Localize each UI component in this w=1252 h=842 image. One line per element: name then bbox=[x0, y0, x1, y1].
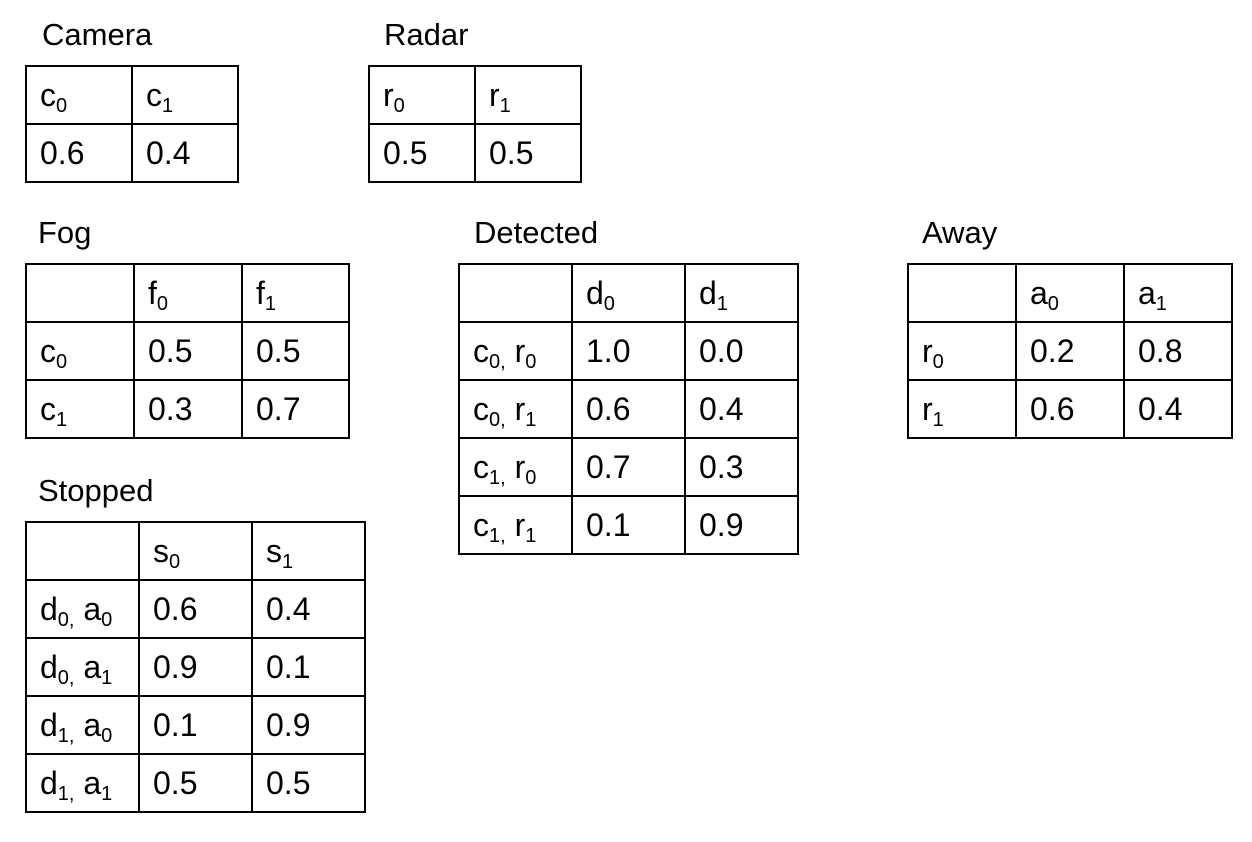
stopped-row-label: d1, a1 bbox=[25, 753, 140, 813]
detected-row-c0-r1: c0, r1 0.6 0.4 bbox=[458, 379, 799, 439]
detected-cell: 0.1 bbox=[571, 495, 686, 555]
stopped-row-label: d1, a0 bbox=[25, 695, 140, 755]
stopped-cell: 0.1 bbox=[251, 637, 366, 697]
away-cpt-table: a0 a1 r0 0.2 0.8 r1 0.6 0.4 bbox=[907, 263, 1233, 439]
radar-header-r1: r1 bbox=[474, 65, 582, 125]
fog-cell: 0.3 bbox=[133, 379, 243, 439]
detected-row-label: c0, r1 bbox=[458, 379, 573, 439]
away-cell: 0.6 bbox=[1015, 379, 1125, 439]
stopped-header-row: s0 s1 bbox=[25, 521, 366, 581]
stopped-title: Stopped bbox=[38, 473, 154, 508]
away-row-r0: r0 0.2 0.8 bbox=[907, 321, 1233, 381]
detected-cell: 0.6 bbox=[571, 379, 686, 439]
detected-header-d0: d0 bbox=[571, 263, 686, 323]
away-row-label: r0 bbox=[907, 321, 1017, 381]
stopped-row-d0-a1: d0, a1 0.9 0.1 bbox=[25, 637, 366, 697]
fog-cell: 0.7 bbox=[241, 379, 350, 439]
camera-header-row: c0 c1 bbox=[25, 65, 239, 125]
detected-row-label: c1, r1 bbox=[458, 495, 573, 555]
camera-value-row: 0.6 0.4 bbox=[25, 123, 239, 183]
detected-row-label: c1, r0 bbox=[458, 437, 573, 497]
detected-row-c1-r0: c1, r0 0.7 0.3 bbox=[458, 437, 799, 497]
fog-cell: 0.5 bbox=[133, 321, 243, 381]
radar-value-r1: 0.5 bbox=[474, 123, 582, 183]
stopped-cell: 0.9 bbox=[251, 695, 366, 755]
detected-cell: 0.0 bbox=[684, 321, 799, 381]
stopped-header-s1: s1 bbox=[251, 521, 366, 581]
stopped-cell: 0.5 bbox=[138, 753, 253, 813]
away-header-a0: a0 bbox=[1015, 263, 1125, 323]
camera-value-c1: 0.4 bbox=[131, 123, 239, 183]
stopped-row-label: d0, a1 bbox=[25, 637, 140, 697]
stopped-row-d0-a0: d0, a0 0.6 0.4 bbox=[25, 579, 366, 639]
detected-cell: 0.4 bbox=[684, 379, 799, 439]
stopped-row-d1-a1: d1, a1 0.5 0.5 bbox=[25, 753, 366, 813]
fog-header-corner bbox=[25, 263, 135, 323]
radar-header-row: r0 r1 bbox=[368, 65, 582, 125]
away-cell: 0.8 bbox=[1123, 321, 1233, 381]
away-row-label: r1 bbox=[907, 379, 1017, 439]
detected-header-corner bbox=[458, 263, 573, 323]
camera-cpt-table: c0 c1 0.6 0.4 bbox=[25, 65, 239, 183]
radar-value-r0: 0.5 bbox=[368, 123, 476, 183]
stopped-header-corner bbox=[25, 521, 140, 581]
detected-cell: 0.3 bbox=[684, 437, 799, 497]
camera-header-c0: c0 bbox=[25, 65, 133, 125]
away-header-corner bbox=[907, 263, 1017, 323]
radar-header-r0: r0 bbox=[368, 65, 476, 125]
away-row-r1: r1 0.6 0.4 bbox=[907, 379, 1233, 439]
camera-header-c1: c1 bbox=[131, 65, 239, 125]
detected-cpt-table: d0 d1 c0, r0 1.0 0.0 c0, r1 0.6 0.4 c1, … bbox=[458, 263, 799, 555]
radar-cpt-table: r0 r1 0.5 0.5 bbox=[368, 65, 582, 183]
detected-row-label: c0, r0 bbox=[458, 321, 573, 381]
detected-title: Detected bbox=[474, 215, 599, 250]
stopped-cell: 0.5 bbox=[251, 753, 366, 813]
detected-header-d1: d1 bbox=[684, 263, 799, 323]
fog-cell: 0.5 bbox=[241, 321, 350, 381]
detected-cell: 0.7 bbox=[571, 437, 686, 497]
detected-header-row: d0 d1 bbox=[458, 263, 799, 323]
fog-row-c1: c1 0.3 0.7 bbox=[25, 379, 350, 439]
detected-cell: 0.9 bbox=[684, 495, 799, 555]
stopped-row-label: d0, a0 bbox=[25, 579, 140, 639]
stopped-cell: 0.1 bbox=[138, 695, 253, 755]
away-title: Away bbox=[922, 215, 998, 250]
away-cell: 0.2 bbox=[1015, 321, 1125, 381]
detected-cell: 1.0 bbox=[571, 321, 686, 381]
fog-header-f1: f1 bbox=[241, 263, 350, 323]
detected-row-c0-r0: c0, r0 1.0 0.0 bbox=[458, 321, 799, 381]
stopped-cell: 0.6 bbox=[138, 579, 253, 639]
stopped-row-d1-a0: d1, a0 0.1 0.9 bbox=[25, 695, 366, 755]
radar-title: Radar bbox=[384, 17, 469, 52]
away-header-row: a0 a1 bbox=[907, 263, 1233, 323]
away-header-a1: a1 bbox=[1123, 263, 1233, 323]
radar-value-row: 0.5 0.5 bbox=[368, 123, 582, 183]
fog-title: Fog bbox=[38, 215, 92, 250]
away-cell: 0.4 bbox=[1123, 379, 1233, 439]
fog-row-c0: c0 0.5 0.5 bbox=[25, 321, 350, 381]
stopped-header-s0: s0 bbox=[138, 521, 253, 581]
detected-row-c1-r1: c1, r1 0.1 0.9 bbox=[458, 495, 799, 555]
camera-title: Camera bbox=[42, 17, 153, 52]
fog-row-label: c0 bbox=[25, 321, 135, 381]
stopped-cell: 0.9 bbox=[138, 637, 253, 697]
fog-header-f0: f0 bbox=[133, 263, 243, 323]
stopped-cell: 0.4 bbox=[251, 579, 366, 639]
stopped-cpt-table: s0 s1 d0, a0 0.6 0.4 d0, a1 0.9 0.1 d1, … bbox=[25, 521, 366, 813]
fog-row-label: c1 bbox=[25, 379, 135, 439]
fog-cpt-table: f0 f1 c0 0.5 0.5 c1 0.3 0.7 bbox=[25, 263, 350, 439]
camera-value-c0: 0.6 bbox=[25, 123, 133, 183]
fog-header-row: f0 f1 bbox=[25, 263, 350, 323]
